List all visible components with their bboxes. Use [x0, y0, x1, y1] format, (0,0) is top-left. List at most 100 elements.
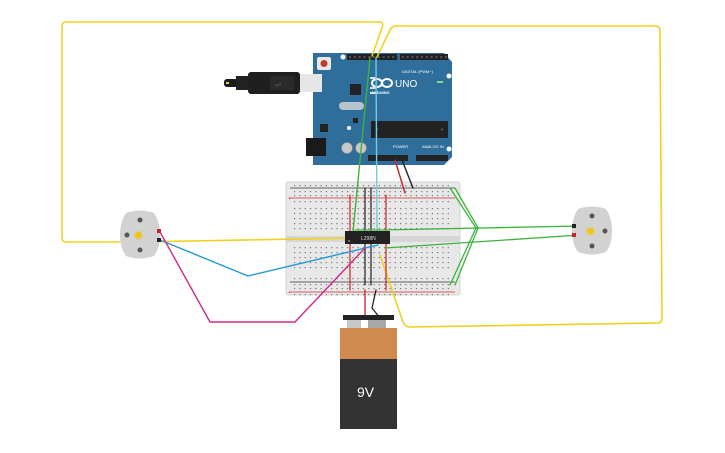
- breadboard-hole[interactable]: [405, 288, 407, 290]
- breadboard-hole[interactable]: [384, 201, 386, 203]
- breadboard-hole[interactable]: [320, 262, 322, 264]
- breadboard-hole[interactable]: [331, 208, 333, 210]
- breadboard-hole[interactable]: [410, 284, 412, 286]
- wire-blue-motor-left[interactable]: [159, 239, 379, 277]
- breadboard-hole[interactable]: [309, 267, 312, 269]
- breadboard-hole[interactable]: [426, 262, 428, 264]
- breadboard-hole[interactable]: [400, 208, 402, 210]
- breadboard-hole[interactable]: [294, 218, 296, 220]
- l298n-driver[interactable]: L298N: [345, 231, 390, 244]
- breadboard-hole[interactable]: [373, 185, 375, 187]
- breadboard-hole[interactable]: [447, 213, 449, 215]
- breadboard-hole[interactable]: [368, 262, 370, 264]
- breadboard-hole[interactable]: [421, 247, 423, 249]
- breadboard-hole[interactable]: [368, 252, 370, 254]
- breadboard-hole[interactable]: [347, 208, 349, 210]
- breadboard-hole[interactable]: [336, 252, 338, 254]
- breadboard-hole[interactable]: [368, 218, 370, 220]
- breadboard-hole[interactable]: [405, 252, 407, 254]
- breadboard-hole[interactable]: [294, 247, 296, 249]
- breadboard-hole[interactable]: [421, 288, 423, 290]
- breadboard-hole[interactable]: [437, 278, 439, 280]
- breadboard-hole[interactable]: [384, 195, 386, 197]
- breadboard-hole[interactable]: [384, 218, 386, 220]
- breadboard-hole[interactable]: [357, 228, 359, 230]
- breadboard-hole[interactable]: [331, 201, 333, 203]
- breadboard-hole[interactable]: [320, 218, 322, 220]
- battery-terminal-plus[interactable]: [347, 320, 361, 328]
- breadboard-hole[interactable]: [405, 257, 407, 259]
- breadboard-hole[interactable]: [336, 294, 338, 296]
- reset-button-cap[interactable]: [320, 60, 328, 67]
- breadboard-hole[interactable]: [400, 201, 402, 203]
- breadboard-hole[interactable]: [431, 201, 433, 203]
- breadboard-hole[interactable]: [320, 208, 322, 210]
- wire-red-5v[interactable]: [394, 159, 406, 194]
- wire-cyan-arduino[interactable]: [375, 57, 378, 233]
- breadboard-hole[interactable]: [373, 191, 375, 193]
- breadboard-hole[interactable]: [294, 278, 296, 280]
- breadboard-hole[interactable]: [447, 278, 449, 280]
- breadboard-hole[interactable]: [421, 201, 423, 203]
- breadboard-hole[interactable]: [405, 218, 407, 220]
- header-pin[interactable]: [373, 56, 375, 58]
- breadboard-hole[interactable]: [431, 257, 433, 259]
- breadboard-hole[interactable]: [320, 195, 322, 197]
- breadboard-hole[interactable]: [437, 284, 439, 286]
- breadboard-hole[interactable]: [362, 257, 365, 259]
- breadboard-hole[interactable]: [405, 213, 407, 215]
- breadboard-hole[interactable]: [357, 247, 359, 249]
- header-pin[interactable]: [425, 56, 428, 58]
- breadboard-hole[interactable]: [294, 201, 296, 203]
- breadboard-hole[interactable]: [389, 294, 391, 296]
- breadboard-hole[interactable]: [415, 228, 418, 230]
- breadboard-hole[interactable]: [362, 247, 365, 249]
- breadboard-hole[interactable]: [299, 201, 301, 203]
- breadboard-hole[interactable]: [362, 213, 365, 215]
- digital-header-low[interactable]: [347, 54, 397, 60]
- breadboard-hole[interactable]: [415, 247, 418, 249]
- breadboard-hole[interactable]: [447, 257, 449, 259]
- breadboard-hole[interactable]: [400, 294, 402, 296]
- breadboard-hole[interactable]: [357, 201, 359, 203]
- breadboard-hole[interactable]: [299, 288, 301, 290]
- analog-header[interactable]: [416, 155, 448, 161]
- breadboard-hole[interactable]: [394, 218, 396, 220]
- breadboard-hole[interactable]: [426, 191, 428, 193]
- breadboard-hole[interactable]: [320, 288, 322, 290]
- breadboard-hole[interactable]: [400, 223, 402, 225]
- breadboard-hole[interactable]: [347, 213, 349, 215]
- breadboard-hole[interactable]: [437, 213, 439, 215]
- wire-black-gnd[interactable]: [401, 159, 414, 189]
- breadboard-hole[interactable]: [341, 223, 343, 225]
- breadboard-hole[interactable]: [442, 201, 444, 203]
- breadboard-hole[interactable]: [405, 185, 407, 187]
- breadboard-hole[interactable]: [309, 247, 312, 249]
- breadboard-hole[interactable]: [325, 218, 327, 220]
- breadboard-hole[interactable]: [347, 185, 349, 187]
- breadboard-hole[interactable]: [320, 201, 322, 203]
- breadboard-hole[interactable]: [373, 223, 375, 225]
- breadboard-hole[interactable]: [341, 252, 343, 254]
- breadboard-hole[interactable]: [431, 218, 433, 220]
- breadboard-hole[interactable]: [447, 294, 449, 296]
- breadboard-hole[interactable]: [405, 267, 407, 269]
- breadboard-hole[interactable]: [384, 223, 386, 225]
- breadboard-hole[interactable]: [325, 228, 327, 230]
- wire-green-motor-right-1[interactable]: [379, 225, 581, 231]
- breadboard-hole[interactable]: [362, 294, 365, 296]
- breadboard-hole[interactable]: [378, 228, 380, 230]
- header-pin[interactable]: [445, 56, 447, 58]
- breadboard-hole[interactable]: [368, 223, 370, 225]
- breadboard-hole[interactable]: [325, 278, 327, 280]
- breadboard-hole[interactable]: [368, 257, 370, 259]
- breadboard-hole[interactable]: [384, 262, 386, 264]
- breadboard-hole[interactable]: [415, 185, 418, 187]
- breadboard-hole[interactable]: [352, 267, 354, 269]
- breadboard-hole[interactable]: [315, 262, 317, 264]
- breadboard-hole[interactable]: [357, 267, 359, 269]
- breadboard-hole[interactable]: [437, 223, 439, 225]
- breadboard-hole[interactable]: [389, 228, 391, 230]
- breadboard-hole[interactable]: [294, 294, 296, 296]
- breadboard-hole[interactable]: [405, 262, 407, 264]
